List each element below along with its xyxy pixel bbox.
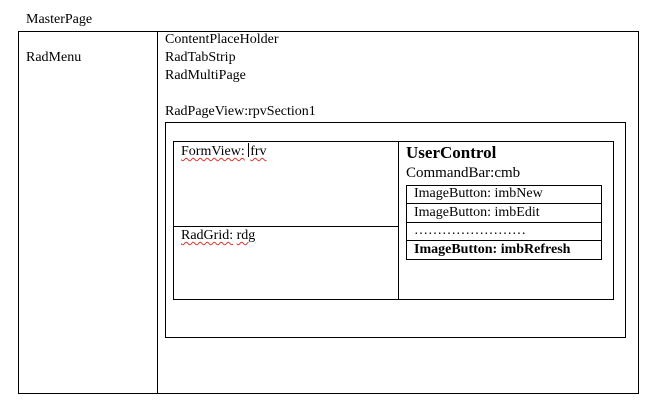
text-cursor xyxy=(248,143,250,157)
content-placeholder-label: ContentPlaceHolder xyxy=(165,32,279,47)
form-view-id: frv xyxy=(250,144,267,159)
image-button-refresh: ImageButton: imbRefresh xyxy=(414,242,571,257)
rad-grid-id: rdg xyxy=(236,228,256,243)
image-button-new: ImageButton: imbNew xyxy=(414,186,543,201)
rad-tab-strip-label: RadTabStrip xyxy=(165,50,236,65)
form-view-prefix: FormView: xyxy=(181,144,245,159)
rad-multi-page-label: RadMultiPage xyxy=(165,68,246,83)
rad-grid-label: RadGrid: rdg xyxy=(181,228,255,244)
rad-menu-label: RadMenu xyxy=(26,50,82,65)
ellipsis-row: …………………… xyxy=(414,223,526,238)
row-divider xyxy=(406,203,602,204)
rad-page-view-frame xyxy=(165,122,626,338)
rad-grid-prefix: RadGrid: xyxy=(181,228,234,243)
master-page-frame xyxy=(18,31,639,394)
formview-grid-divider xyxy=(173,226,399,227)
form-view-label: FormView: frv xyxy=(181,143,267,160)
menu-column-divider xyxy=(157,31,158,394)
user-control-divider xyxy=(398,141,399,300)
inner-layout-table xyxy=(173,141,614,300)
row-divider xyxy=(406,240,602,241)
rad-page-view-label: RadPageView:rpvSection1 xyxy=(165,104,316,119)
user-control-title: UserControl xyxy=(406,143,497,162)
command-bar-label: CommandBar:cmb xyxy=(406,165,521,181)
row-divider xyxy=(406,222,602,223)
image-button-edit: ImageButton: imbEdit xyxy=(414,205,540,220)
master-page-label: MasterPage xyxy=(26,12,93,27)
